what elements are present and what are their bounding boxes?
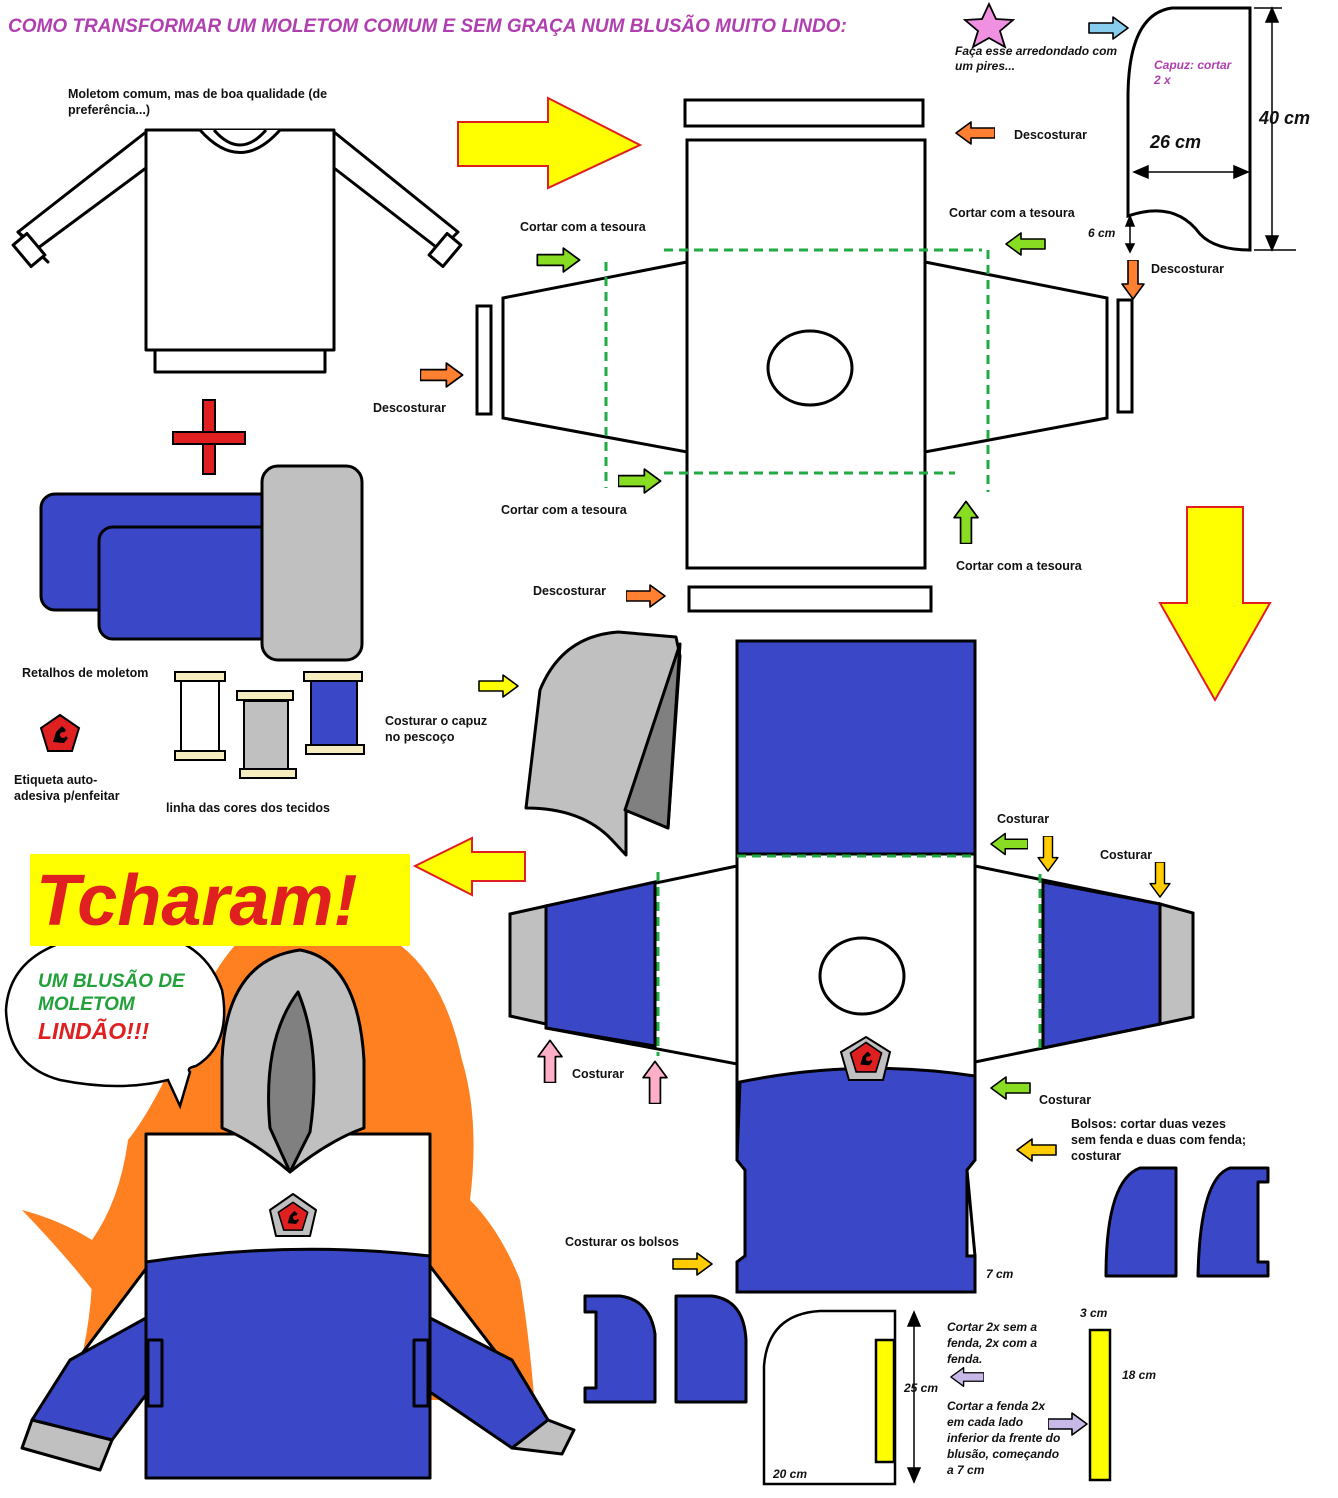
dim-7cm: 7 cm [986,1267,1014,1281]
plus-icon [172,399,246,475]
label-moletom-comum: Moletom comum, mas de boa qualidade (de … [68,87,328,117]
big-arrow-down-icon [1158,506,1272,703]
bubble-line-1: UM BLUSÃO DE MOLETOM [38,971,185,1015]
label-etiqueta: Etiqueta auto-adesiva p/enfeitar [14,773,120,803]
label-linha: linha das cores dos tecidos [166,801,330,815]
arrow-cut-left-icon [536,247,581,273]
template-dimensions [906,1310,922,1484]
label-costurar-right-top: Costurar [1100,848,1153,862]
cut-lines [604,248,990,492]
big-arrow-left-icon [412,836,526,897]
page-title: COMO TRANSFORMAR UM MOLETOM COMUM E SEM … [8,16,847,37]
label-descosturar-right: Descosturar [1151,262,1224,276]
dim-40cm: 40 cm [1259,108,1311,128]
arrow-costurar-up2-icon [642,1060,668,1104]
label-arredondado: Faça esse arredondado com um pires... [955,44,1118,73]
label-costurar-right: Costurar [1039,1093,1092,1107]
star-icon [962,1,1016,49]
hood-pattern [1126,6,1252,252]
arrow-cut-right-icon [1005,232,1046,256]
dim-3cm: 3 cm [1080,1306,1108,1320]
pockets [583,1166,1270,1404]
speech-bubble [4,930,226,1110]
label-descosturar-left: Descosturar [373,401,446,415]
label-costurar-capuz: Costurar o capuz no pescoço [385,714,488,744]
label-descosturar-top: Descosturar [1014,128,1087,142]
final-jacket [20,948,576,1480]
thread-spools-icon [174,671,365,779]
label-costurar-bolsos: Costurar os bolsos [565,1235,679,1249]
dim-25cm: 25 cm [904,1381,939,1395]
hood-dimensions [1124,6,1296,254]
arrow-costurar-up1-icon [537,1039,563,1083]
arrow-hood-icon [1088,16,1129,40]
tcharam-highlight [30,854,410,946]
fabric-scraps-icon [39,464,364,662]
sticker-icon [40,714,80,752]
dim-18cm: 18 cm [1122,1368,1157,1382]
label-cortar-top-left: Cortar com a tesoura [520,220,646,234]
arrow-costurar-bolsos-icon [671,1252,714,1276]
pocket-template [762,1309,1112,1486]
label-capuz: Capuz: cortar 2 x [1154,58,1232,87]
plain-sweatshirt-icon [11,128,463,374]
hood-3d-icon [524,630,682,857]
bubble-line-2: LINDÃO!!! [38,1018,150,1044]
arrow-hood-neck-icon [477,674,520,698]
arrow-cut-up-icon [953,500,979,544]
label-retalhos: Retalhos de moletom [22,666,149,680]
sew-lines [656,854,1042,1056]
label-cortar-top-right: Cortar com a tesoura [949,206,1075,220]
arrow-lilac-left-icon [950,1366,984,1388]
label-cortar-bottom-right: Cortar com a tesoura [956,559,1082,573]
arrow-costurar-top-icon [990,832,1028,856]
arrow-costurar-down1-icon [1037,836,1059,872]
arrow-descosturar-top-icon [955,121,995,145]
label-costurar-left: Costurar [572,1067,625,1081]
dim-26cm: 26 cm [1150,132,1202,152]
arrow-descosturar-left-icon [420,362,464,388]
reassembled-sweatshirt [508,639,1195,1294]
arrow-cut-bottom-icon [618,468,662,494]
big-arrow-right-icon [457,96,643,190]
dim-6cm: 6 cm [1088,226,1116,240]
label-costurar-top: Costurar [997,812,1050,826]
label-cortar-2x: Cortar 2x sem a fenda, 2x com a fenda. [947,1320,1038,1366]
arrow-costurar-down2-icon [1149,862,1171,898]
arrow-descosturar-bottom-icon [626,584,666,608]
arrow-bolsos-icon [1015,1138,1058,1162]
arrow-costurar-right-icon [990,1076,1031,1100]
label-descosturar-bottom: Descosturar [533,584,606,598]
arrow-descosturar-right-icon [1121,260,1145,300]
disassembled-sweatshirt [475,98,1134,613]
label-cortar-bottom-left: Cortar com a tesoura [501,503,627,517]
dim-20cm: 20 cm [773,1467,808,1481]
label-cortar-fenda: Cortar a fenda 2x em cada lado inferior … [947,1399,1061,1477]
tcharam-text: Tcharam! [36,861,358,941]
label-bolsos: Bolsos: cortar duas vezes sem fenda e du… [1071,1117,1247,1163]
